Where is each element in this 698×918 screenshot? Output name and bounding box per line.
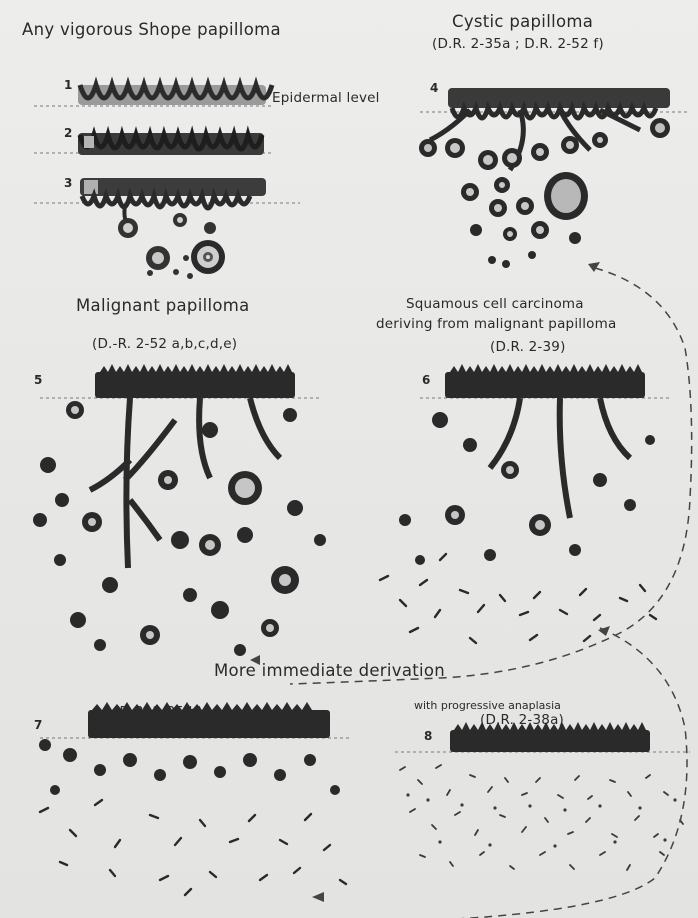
heading-squamous-1: Squamous cell carcinoma <box>406 298 584 312</box>
cystic-papilloma-panel-4 <box>419 88 670 268</box>
heading-malignant-papilloma: Malignant papilloma <box>76 298 250 315</box>
papilloma-panel-1 <box>78 85 272 105</box>
papilloma-panel-2 <box>78 133 264 155</box>
refs-malignant: (D.-R. 2-52 a,b,c,d,e) <box>92 338 237 352</box>
carcinoma-panel-6 <box>380 364 656 643</box>
carcinoma-panel-8 <box>400 722 683 870</box>
papilloma-panel-3 <box>80 178 266 279</box>
panel-number-4: 4 <box>430 82 438 94</box>
panel-number-7: 7 <box>34 719 42 731</box>
heading-squamous-2: deriving from malignant papilloma <box>376 318 616 332</box>
panel-number-8: 8 <box>424 730 432 742</box>
heading-cystic-papilloma: Cystic papilloma <box>452 14 593 31</box>
arrowheads <box>250 262 610 902</box>
panel-number-3: 3 <box>64 177 72 189</box>
carcinoma-panel-7 <box>39 702 346 895</box>
malignant-papilloma-panel-5 <box>33 364 326 656</box>
note-progressive-anaplasia: with progressive anaplasia <box>414 700 561 711</box>
epidermal-level-label: Epidermal level <box>272 92 380 106</box>
derivation-arrows <box>290 268 692 918</box>
refs-cystic: (D.R. 2-35a ; D.R. 2-52 f) <box>432 38 604 52</box>
heading-more-immediate-derivation: More immediate derivation <box>214 663 445 680</box>
panel-number-1: 1 <box>64 79 72 91</box>
panel-number-2: 2 <box>64 127 72 139</box>
refs-squamous: (D.R. 2-39) <box>490 341 566 355</box>
refs-panel-7: (D.R. 2-35 b) <box>114 706 203 720</box>
refs-panel-8: (D.R. 2-38a) <box>480 714 564 728</box>
panel-number-5: 5 <box>34 374 42 386</box>
panel-number-6: 6 <box>422 374 430 386</box>
heading-any-vigorous: Any vigorous Shope papilloma <box>22 22 281 39</box>
